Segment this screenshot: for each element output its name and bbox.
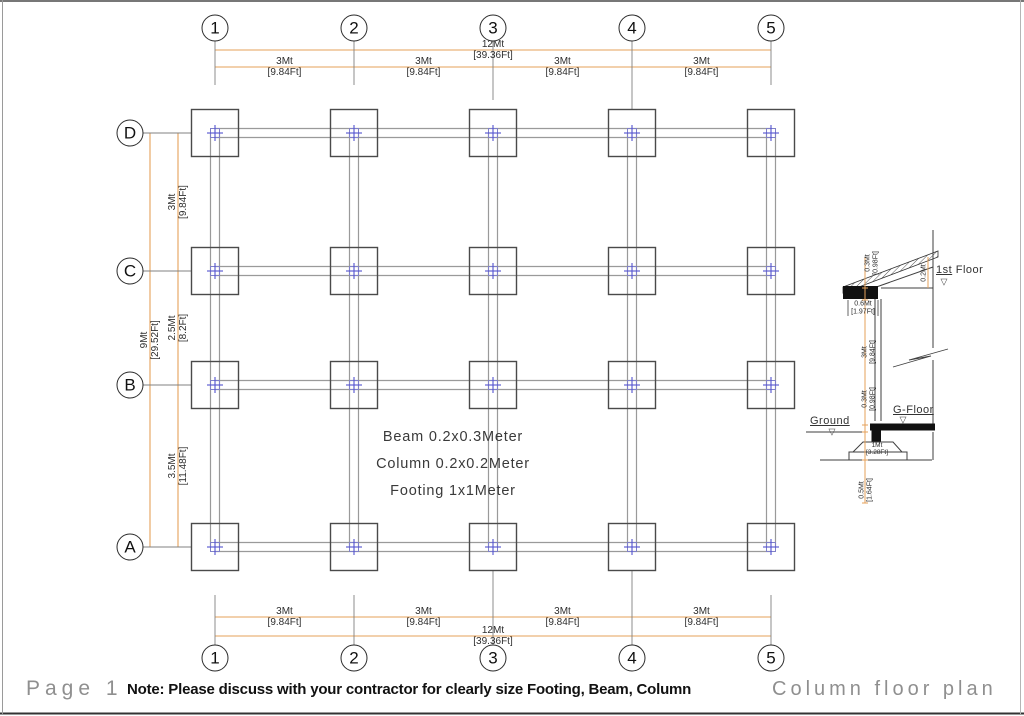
bay-dim-top: 3Mt[9.84Ft] xyxy=(545,56,580,78)
contractor-note: Note: Please discuss with your contracto… xyxy=(127,681,692,698)
grid-bubble-row: B xyxy=(116,371,144,399)
g-floor-level-marker-icon: ▽ xyxy=(899,414,907,425)
first-floor-label: 1st Floor xyxy=(936,264,984,276)
footing xyxy=(468,246,518,296)
note-beam-size: Beam 0.2x0.3Meter xyxy=(382,429,524,445)
section-dim-lines xyxy=(862,257,929,504)
bay-dim-bottom: 3Mt[9.84Ft] xyxy=(545,606,580,628)
grid-bubble-col-bottom: 4 xyxy=(618,644,646,672)
bay-dim-top: 3Mt[9.84Ft] xyxy=(406,56,441,78)
floor-height-dim: 3Mt[9.84Ft] xyxy=(861,340,877,364)
row-dim-b-a: 3.5Mt[11.48Ft] xyxy=(167,446,189,486)
footing xyxy=(329,360,379,410)
row-dim-d-c: 3Mt[9.84Ft] xyxy=(167,185,189,219)
overall-width-dim-bottom: 12Mt[39.36Ft] xyxy=(473,625,513,647)
grid-bubble-row: A xyxy=(116,533,144,561)
footing xyxy=(190,246,240,296)
footing xyxy=(190,108,240,158)
drawing-title: Column floor plan xyxy=(772,678,997,700)
ground-level-marker-icon: ▽ xyxy=(828,426,836,437)
first-floor-level-marker-icon: ▽ xyxy=(940,276,948,287)
page-number: Page 1 xyxy=(26,677,123,700)
g-floor-slab-fill xyxy=(870,423,935,431)
overall-height-dim: 9Mt[29.52Ft] xyxy=(139,320,161,360)
grid-bubble-col-top: 5 xyxy=(757,14,785,42)
grid-bubble-row: C xyxy=(116,257,144,285)
footing xyxy=(468,108,518,158)
column-fill xyxy=(871,423,881,443)
footing xyxy=(607,246,657,296)
roof-thickness-dim: 0.2Mt xyxy=(920,264,928,282)
footing xyxy=(746,246,796,296)
grid-bubble-col-bottom: 2 xyxy=(340,644,368,672)
bay-dim-top: 3Mt[9.84Ft] xyxy=(684,56,719,78)
footing xyxy=(607,108,657,158)
grid-bubble-col-top: 1 xyxy=(201,14,229,42)
footing xyxy=(607,360,657,410)
footing xyxy=(190,522,240,572)
bay-dim-bottom: 3Mt[9.84Ft] xyxy=(684,606,719,628)
roof-rise-dim: 0.3Mt[0.98Ft] xyxy=(864,251,880,275)
roof-beam-fill xyxy=(843,286,878,299)
note-column-size: Column 0.2x0.2Meter xyxy=(376,456,530,472)
grid-bubble-col-bottom: 1 xyxy=(201,644,229,672)
plinth-height-dim: 0.3Mt[0.98Ft] xyxy=(861,387,877,411)
footing-depth-dim: 0.5Mt[1.64Ft] xyxy=(858,478,874,502)
footing xyxy=(329,522,379,572)
note-footing-size: Footing 1x1Meter xyxy=(390,483,516,499)
bay-dim-bottom: 3Mt[9.84Ft] xyxy=(406,606,441,628)
grid-bubble-row: D xyxy=(116,119,144,147)
footing xyxy=(190,360,240,410)
g-floor-label: G-Floor xyxy=(893,404,934,416)
grid-bubble-col-top: 4 xyxy=(618,14,646,42)
footing-width-dim: 1Mt[3.28Ft] xyxy=(865,442,889,456)
footing xyxy=(329,108,379,158)
row-dim-c-b: 2.5Mt[8.2Ft] xyxy=(167,313,189,343)
footing xyxy=(468,360,518,410)
footing xyxy=(468,522,518,572)
footing xyxy=(746,522,796,572)
footing xyxy=(329,246,379,296)
bay-dim-top: 3Mt[9.84Ft] xyxy=(267,56,302,78)
overall-width-dim-top: 12Mt[39.36Ft] xyxy=(473,39,513,61)
bay-dim-bottom: 3Mt[9.84Ft] xyxy=(267,606,302,628)
break-symbol xyxy=(892,348,949,368)
grid-bubble-col-bottom: 5 xyxy=(757,644,785,672)
grid-bubble-col-top: 3 xyxy=(479,14,507,42)
beam-depth-dim: 0.6Mt[1.97Ft] xyxy=(851,300,875,316)
footing xyxy=(607,522,657,572)
footing xyxy=(746,108,796,158)
ground-label: Ground xyxy=(810,415,850,427)
wall-section-detail xyxy=(806,230,949,461)
grid-bubble-col-top: 2 xyxy=(340,14,368,42)
grid-bubble-col-bottom: 3 xyxy=(479,644,507,672)
footing xyxy=(746,360,796,410)
